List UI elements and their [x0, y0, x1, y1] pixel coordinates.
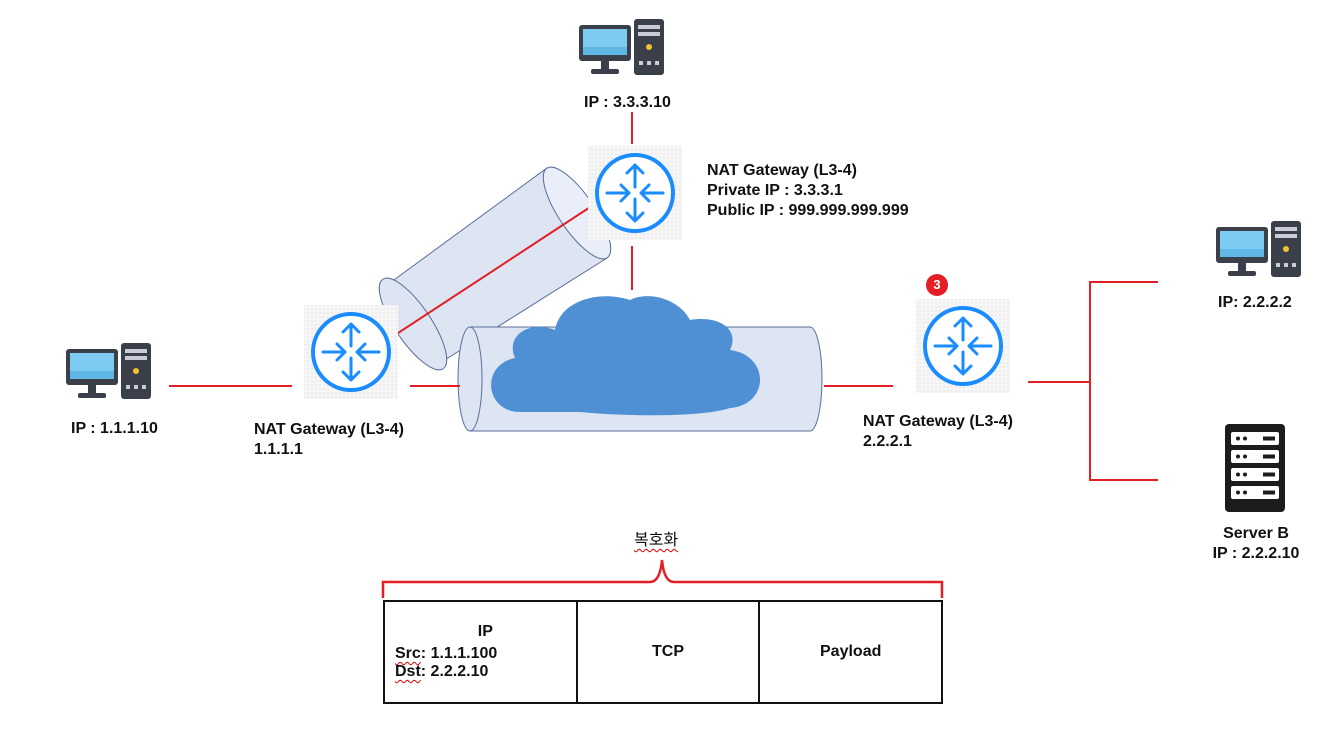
packet-tcp-header: TCP	[578, 602, 761, 702]
ip-src-line: Src: 1.1.1.100	[395, 645, 576, 663]
host-left-computer-icon	[66, 343, 151, 399]
dst-value: : 2.2.2.10	[420, 663, 489, 680]
network-links	[169, 112, 1158, 481]
gateway-left-name: NAT Gateway (L3-4)	[254, 421, 404, 438]
src-key: Src	[395, 645, 421, 662]
host-top-computer-icon	[579, 19, 664, 75]
nat-gateway-left-router-icon	[302, 303, 400, 401]
internet-cloud-icon	[491, 296, 760, 416]
packet-ip-header: IP Src: 1.1.1.100 Dst: 2.2.2.10	[385, 602, 578, 702]
gateway-left-ip: 1.1.1.1	[254, 441, 303, 458]
nat-gateway-top-router-icon	[586, 144, 684, 242]
host-left-ip: IP : 1.1.1.10	[71, 420, 158, 437]
host-right-ip: IP: 2.2.2.2	[1218, 294, 1292, 311]
decrypt-label: 복호화	[634, 532, 679, 549]
server-ip: IP : 2.2.2.10	[1212, 545, 1300, 562]
dst-key: Dst	[395, 663, 421, 680]
nat-gateway-right-router-icon	[914, 297, 1012, 395]
brace-label: 복호화	[634, 531, 678, 551]
host-top-ip: IP : 3.3.3.10	[584, 94, 671, 111]
gateway-top-private-ip: Private IP : 3.3.3.1	[707, 182, 843, 199]
gateway-top-name: NAT Gateway (L3-4)	[707, 162, 857, 179]
gateway-right-ip: 2.2.2.1	[863, 433, 912, 450]
src-value: : 1.1.1.100	[420, 645, 498, 662]
server-b-icon	[1225, 424, 1285, 512]
ip-header-title: IP	[477, 623, 493, 640]
host-right-computer-icon	[1216, 221, 1301, 277]
packet-structure: IP Src: 1.1.1.100 Dst: 2.2.2.10 TCP Payl…	[383, 600, 943, 704]
gateway-right-name: NAT Gateway (L3-4)	[863, 413, 1013, 430]
decrypt-brace	[381, 559, 944, 598]
ip-dst-line: Dst: 2.2.2.10	[395, 663, 576, 681]
gateway-top-public-ip: Public IP : 999.999.999.999	[707, 202, 909, 219]
step-badge: 3	[926, 274, 948, 296]
server-name: Server B	[1223, 525, 1289, 542]
packet-payload: Payload	[820, 643, 882, 660]
